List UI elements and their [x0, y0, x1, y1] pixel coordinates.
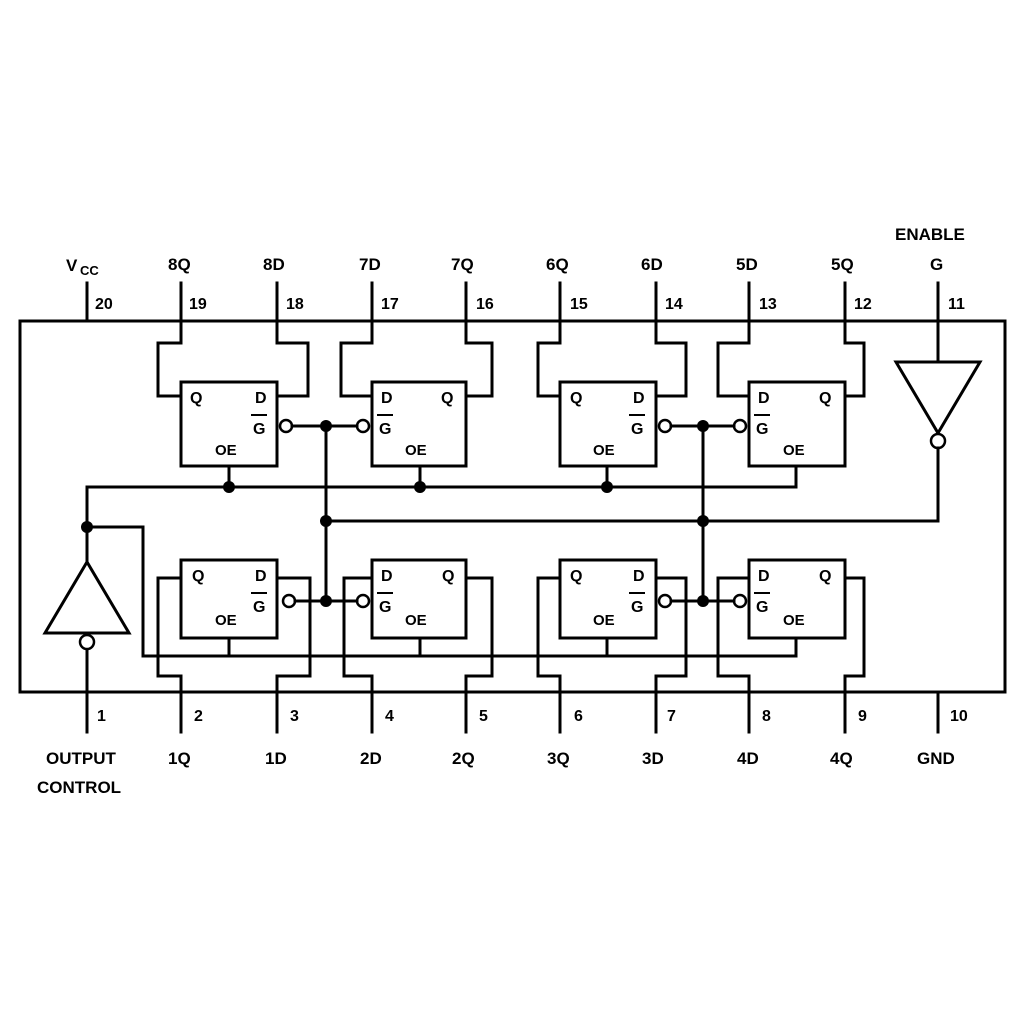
- latch-8-oe-label: OE: [215, 442, 237, 459]
- pin-name-1q: 1Q: [168, 749, 191, 768]
- pin-name-gnd: GND: [917, 749, 955, 768]
- enable-label: ENABLE: [895, 225, 965, 244]
- pin-number-12: 12: [854, 296, 872, 313]
- latch-6-g-label: G: [631, 421, 643, 438]
- pin-name-7d: 7D: [359, 255, 381, 274]
- latch-2-g-label: G: [379, 599, 391, 616]
- pin-number-1: 1: [97, 708, 106, 725]
- latch-6-q-label: Q: [570, 390, 582, 407]
- bottom-pin-leads: [85, 648, 940, 734]
- top-pin-leads: [85, 281, 940, 364]
- pin-number-9: 9: [858, 708, 867, 725]
- top-labels: V CC 20 8Q 19 8D 18 7D 17 7Q 16 6Q 15 6D…: [66, 225, 965, 313]
- latch-7: D Q G OE: [339, 341, 494, 468]
- pin-number-8: 8: [762, 708, 771, 725]
- pin-number-6: 6: [574, 708, 583, 725]
- latch-4-q-label: Q: [819, 568, 831, 585]
- pin-number-11: 11: [948, 296, 965, 313]
- bottom-labels: 1 OUTPUT CONTROL 2 1Q 3 1D 4 2D 5 2Q 6 3…: [37, 708, 968, 797]
- oe-distribution-wires: [81, 464, 798, 658]
- latch-7-q-label: Q: [441, 390, 453, 407]
- pin-number-5: 5: [479, 708, 488, 725]
- latch-8-g-label: G: [253, 421, 265, 438]
- latch-3-q-label: Q: [570, 568, 582, 585]
- pin-name-g: G: [930, 255, 943, 274]
- latch-8-q-label: Q: [190, 390, 202, 407]
- latch-5: D Q G OE: [716, 341, 866, 468]
- pin-number-15: 15: [570, 296, 588, 313]
- pin-number-3: 3: [290, 708, 299, 725]
- pin-name-6q: 6Q: [546, 255, 569, 274]
- latch-4: D Q G OE: [716, 558, 866, 678]
- latch-2-q-label: Q: [442, 568, 454, 585]
- pin-name-2d: 2D: [360, 749, 382, 768]
- latch-6: Q D G OE: [536, 341, 688, 468]
- latch-1-q-label: Q: [192, 568, 204, 585]
- pin-number-10: 10: [950, 708, 968, 725]
- latch-6-d-label: D: [633, 390, 645, 407]
- pin-number-13: 13: [759, 296, 777, 313]
- latch-3-oe-label: OE: [593, 612, 615, 629]
- latch-7-d-label: D: [381, 390, 393, 407]
- pin-name-1d: 1D: [265, 749, 287, 768]
- latch-1-d-label: D: [255, 568, 267, 585]
- vcc-label: V: [66, 256, 78, 275]
- output-control-buffer: [42, 485, 132, 651]
- enable-distribution-wires: [290, 420, 736, 607]
- pin-number-14: 14: [665, 296, 683, 313]
- output-control-label-line2: CONTROL: [37, 778, 121, 797]
- pin-name-2q: 2Q: [452, 749, 475, 768]
- latch-1-g-label: G: [253, 599, 265, 616]
- latch-4-oe-label: OE: [783, 612, 805, 629]
- pin-number-18: 18: [286, 296, 304, 313]
- pin-name-4q: 4Q: [830, 749, 853, 768]
- pin-name-3d: 3D: [642, 749, 664, 768]
- output-control-label-line1: OUTPUT: [46, 749, 117, 768]
- package-outline: [18, 319, 1007, 694]
- pin-number-20: 20: [95, 296, 113, 313]
- pin-name-6d: 6D: [641, 255, 663, 274]
- latch-5-d-label: D: [758, 390, 770, 407]
- pin-number-7: 7: [667, 708, 676, 725]
- latch-6-oe-label: OE: [593, 442, 615, 459]
- pin-name-8d: 8D: [263, 255, 285, 274]
- pin-number-16: 16: [476, 296, 494, 313]
- latch-2: D Q G OE: [342, 558, 494, 678]
- latch-3-d-label: D: [633, 568, 645, 585]
- latch-3: Q D G OE: [536, 558, 688, 678]
- latch-8: Q D G OE: [156, 341, 310, 468]
- latch-4-g-label: G: [756, 599, 768, 616]
- latch-1-oe-label: OE: [215, 612, 237, 629]
- latch-7-g-label: G: [379, 421, 391, 438]
- enable-buffer: [324, 360, 983, 523]
- latch-7-oe-label: OE: [405, 442, 427, 459]
- latch-1: Q D G OE: [156, 558, 312, 678]
- pin-number-2: 2: [194, 708, 203, 725]
- pin-name-5d: 5D: [736, 255, 758, 274]
- latch-2-oe-label: OE: [405, 612, 427, 629]
- pin-name-5q: 5Q: [831, 255, 854, 274]
- latch-5-g-label: G: [756, 421, 768, 438]
- latch-8-d-label: D: [255, 390, 267, 407]
- pin-number-19: 19: [189, 296, 207, 313]
- latch-5-q-label: Q: [819, 390, 831, 407]
- pin-name-8q: 8Q: [168, 255, 191, 274]
- latch-4-d-label: D: [758, 568, 770, 585]
- pin-name-7q: 7Q: [451, 255, 474, 274]
- pin-name-3q: 3Q: [547, 749, 570, 768]
- pin-number-17: 17: [381, 296, 399, 313]
- pin-name-4d: 4D: [737, 749, 759, 768]
- latch-2-d-label: D: [381, 568, 393, 585]
- latch-5-oe-label: OE: [783, 442, 805, 459]
- pin-number-4: 4: [385, 708, 394, 725]
- vcc-subscript: CC: [80, 263, 99, 278]
- latch-3-g-label: G: [631, 599, 643, 616]
